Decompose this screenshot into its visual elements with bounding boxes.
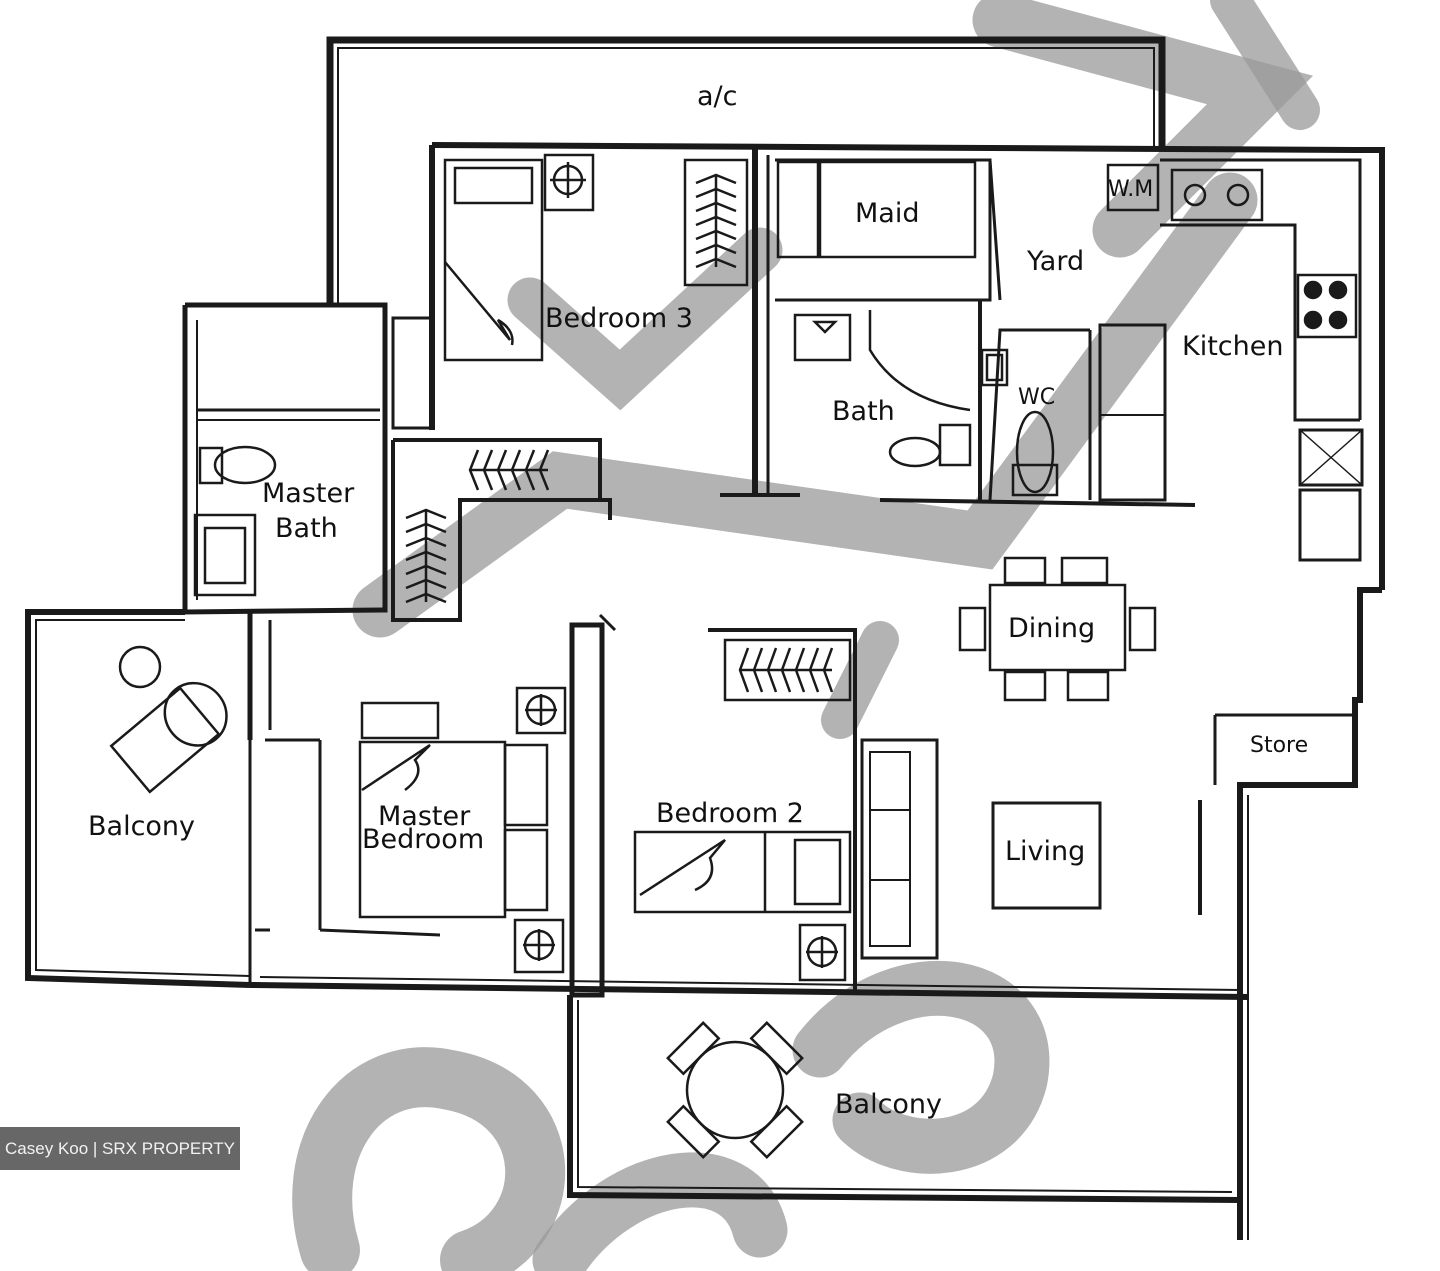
master-bath-label-2: Bath <box>275 513 338 544</box>
room-labels: a/c Bedroom 3 Maid Yard W.M Kitchen Bath… <box>88 81 1308 1120</box>
walls <box>25 36 1385 1240</box>
dining-label: Dining <box>1008 613 1095 644</box>
balcony-bottom-label: Balcony <box>835 1089 942 1120</box>
wm-label: W.M <box>1108 177 1153 202</box>
bedroom3-label: Bedroom 3 <box>545 303 693 334</box>
yard-label: Yard <box>1026 246 1084 277</box>
ac-ledge-label: a/c <box>697 81 738 112</box>
store-label: Store <box>1250 733 1308 758</box>
master-bedroom-label-2: Bedroom <box>362 824 484 855</box>
wardrobe-hangers <box>405 173 834 693</box>
fixtures <box>109 153 1358 1159</box>
master-bedroom-label-1: Master <box>378 801 471 832</box>
master-bath-label-1: Master <box>262 478 355 509</box>
balcony-left-label: Balcony <box>88 811 195 842</box>
bath-label: Bath <box>832 396 895 427</box>
bedroom2-label: Bedroom 2 <box>656 798 804 829</box>
photo-credit: Casey Koo | SRX PROPERTY <box>0 1127 240 1170</box>
wc-label: WC <box>1018 385 1055 410</box>
maid-label: Maid <box>855 198 919 229</box>
living-label: Living <box>1005 836 1085 867</box>
kitchen-label: Kitchen <box>1182 331 1283 362</box>
